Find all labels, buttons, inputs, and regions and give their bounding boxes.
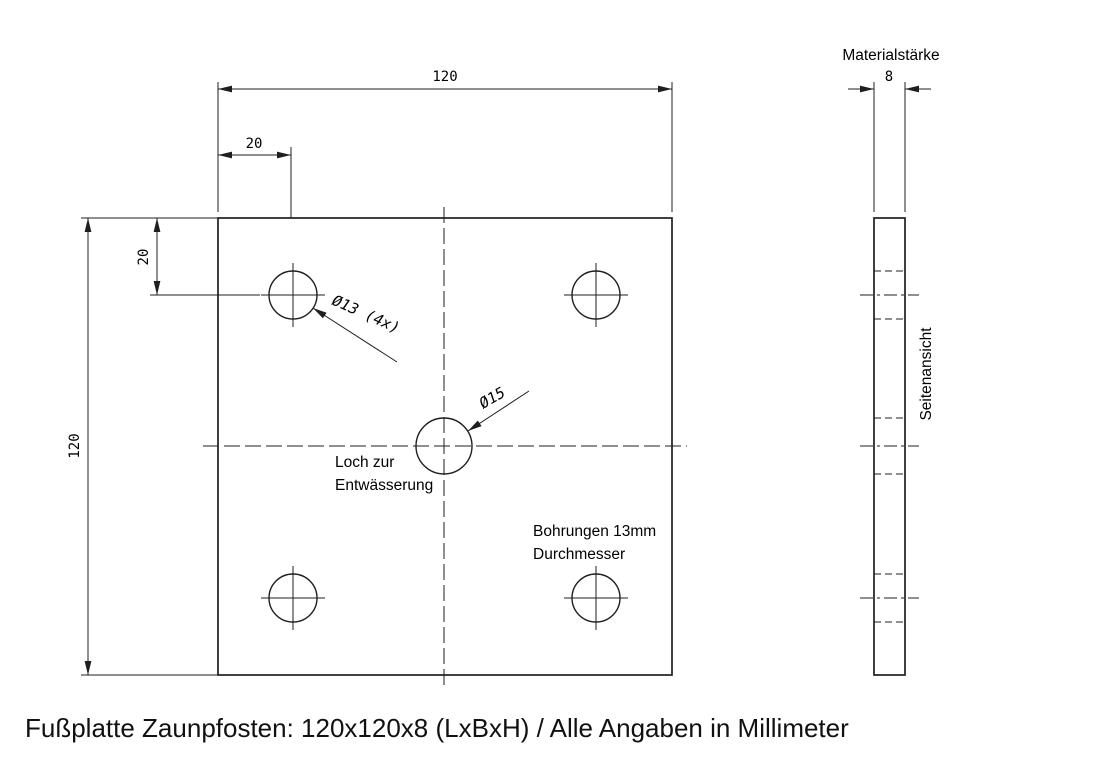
side-hidden-lines xyxy=(874,270,905,623)
drawing-caption: Fußplatte Zaunpfosten: 120x120x8 (LxBxH)… xyxy=(25,713,849,743)
dim-width-value: 120 xyxy=(432,69,457,85)
dim-width-120: 120 xyxy=(217,69,673,212)
hole-diameter-label: Ø13 (4x) xyxy=(329,291,402,337)
dim-offset-y-value: 20 xyxy=(136,249,152,266)
hole-bottom-right xyxy=(571,573,621,623)
front-view: 120 20 20 120 Ø13 (4x) Ø15 xyxy=(67,69,687,686)
holes-note-line1: Bohrungen 13mm xyxy=(533,523,656,540)
drain-note-line2: Entwässerung xyxy=(335,477,433,494)
holes-note-line2: Durchmesser xyxy=(533,546,625,563)
dim-hole-offset-y-20: 20 xyxy=(136,218,260,296)
dim-thickness-8: 8 xyxy=(848,69,931,212)
dim-hole-offset-x-20: 20 xyxy=(218,136,292,218)
hole-crosshairs xyxy=(261,263,628,630)
side-view-label: Seitenansicht xyxy=(918,327,935,421)
drain-hole-center xyxy=(415,417,473,475)
hole-top-right xyxy=(571,270,621,320)
hole-diameter-callout: Ø13 (4x) xyxy=(312,291,403,363)
hole-bottom-left xyxy=(268,573,318,623)
dim-thickness-value: 8 xyxy=(885,69,893,85)
dim-offset-x-value: 20 xyxy=(246,136,263,152)
drain-diameter-callout: Ø15 xyxy=(467,383,530,432)
hole-top-left xyxy=(268,270,318,320)
drain-note: Loch zur Entwässerung xyxy=(335,454,433,494)
drain-note-line1: Loch zur xyxy=(335,454,394,471)
dim-height-value: 120 xyxy=(67,433,83,458)
holes-note: Bohrungen 13mm Durchmesser xyxy=(533,523,656,563)
side-centerlines xyxy=(860,294,919,599)
side-view: Materialstärke 8 Seitenansicht xyxy=(842,47,940,676)
side-profile xyxy=(873,217,906,676)
material-thickness-label: Materialstärke xyxy=(842,47,939,64)
dim-height-120: 120 xyxy=(67,217,218,676)
